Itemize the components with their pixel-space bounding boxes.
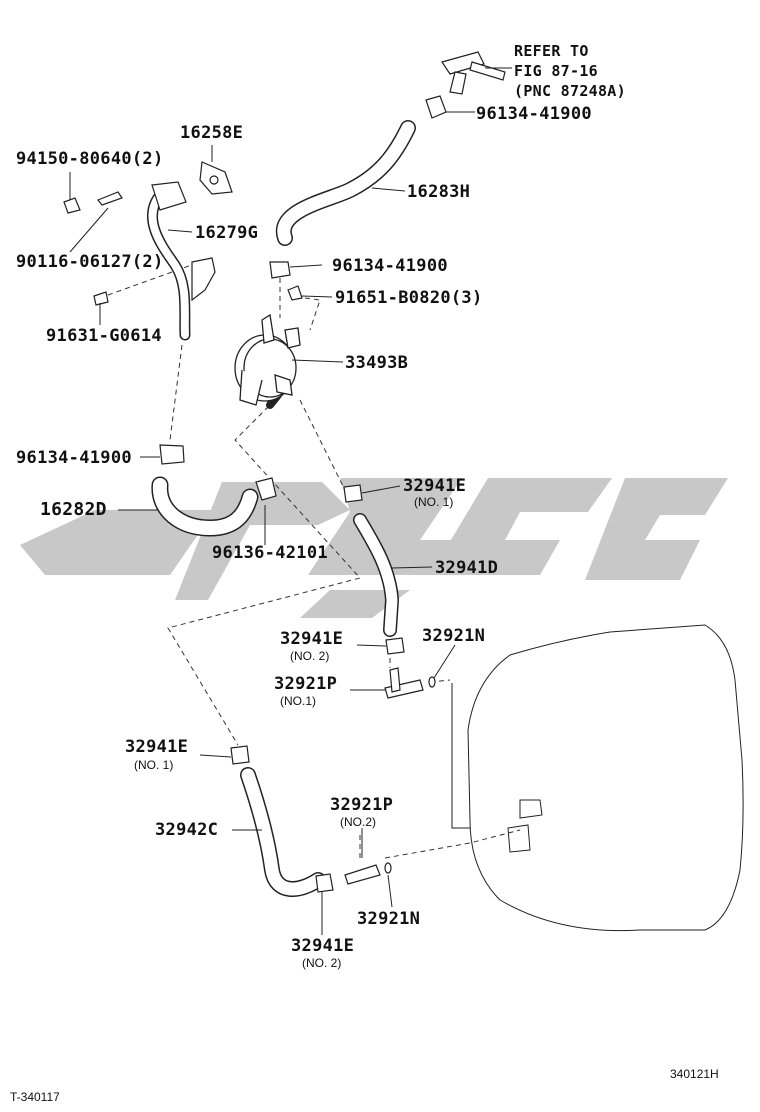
- part-label-32941D: 32941D: [435, 558, 499, 578]
- part-label-16279G: 16279G: [195, 223, 259, 243]
- part-sublabel-32921P-b: (NO.2): [340, 815, 376, 829]
- part-label-32921P-a: 32921P: [274, 674, 338, 694]
- refer-note-line2: FIG 87-16: [514, 62, 598, 80]
- part-label-32941E-d: 32941E: [291, 936, 355, 956]
- part-label-32921P-b: 32921P: [330, 795, 394, 815]
- part-label-94150-80640: 94150-80640(2): [16, 149, 164, 169]
- part-label-16258E: 16258E: [180, 123, 244, 143]
- part-label-16283H: 16283H: [407, 182, 471, 202]
- part-label-32921N-b: 32921N: [357, 909, 421, 929]
- part-label-32942C: 32942C: [155, 820, 219, 840]
- part-sublabel-32921P-a: (NO.1): [280, 694, 316, 708]
- part-label-32941E-b: 32941E: [280, 629, 344, 649]
- part-label-16282D: 16282D: [40, 499, 107, 520]
- part-label-90116-06127: 90116-06127(2): [16, 252, 164, 272]
- footer-left-code: T-340117: [10, 1090, 60, 1104]
- part-sublabel-32941E-b: (NO. 2): [290, 649, 330, 663]
- leader-lines: [69, 67, 512, 935]
- small-parts: [63, 51, 506, 893]
- part-label-32941E-a: 32941E: [403, 476, 467, 496]
- footer-right-code: 340121H: [670, 1067, 719, 1081]
- part-label-96134-41900-b: 96134-41900: [332, 256, 448, 276]
- part-label-32921N-a: 32921N: [422, 626, 486, 646]
- hoses: [147, 120, 416, 897]
- transmission-housing: [451, 624, 744, 932]
- part-label-33493B: 33493B: [345, 353, 409, 373]
- part-label-96134-41900-c: 96134-41900: [16, 448, 132, 468]
- part-sublabel-32941E-c: (NO. 1): [134, 758, 174, 772]
- part-label-91631-G0614: 91631-G0614: [46, 326, 162, 346]
- part-sublabel-32941E-d: (NO. 2): [302, 956, 342, 970]
- part-label-32941E-c: 32941E: [125, 737, 189, 757]
- part-label-96134-41900-a: 96134-41900: [476, 104, 592, 124]
- part-sublabel-32941E-a: (NO. 1): [414, 495, 454, 509]
- vacuum-pump: [234, 313, 301, 406]
- part-label-91651-B0820: 91651-B0820(3): [335, 288, 483, 308]
- refer-note-line1: REFER TO: [514, 42, 589, 60]
- dashed-guides: [107, 261, 521, 859]
- part-label-96136-42101: 96136-42101: [212, 543, 328, 563]
- refer-note-line3: (PNC 87248A): [514, 82, 626, 100]
